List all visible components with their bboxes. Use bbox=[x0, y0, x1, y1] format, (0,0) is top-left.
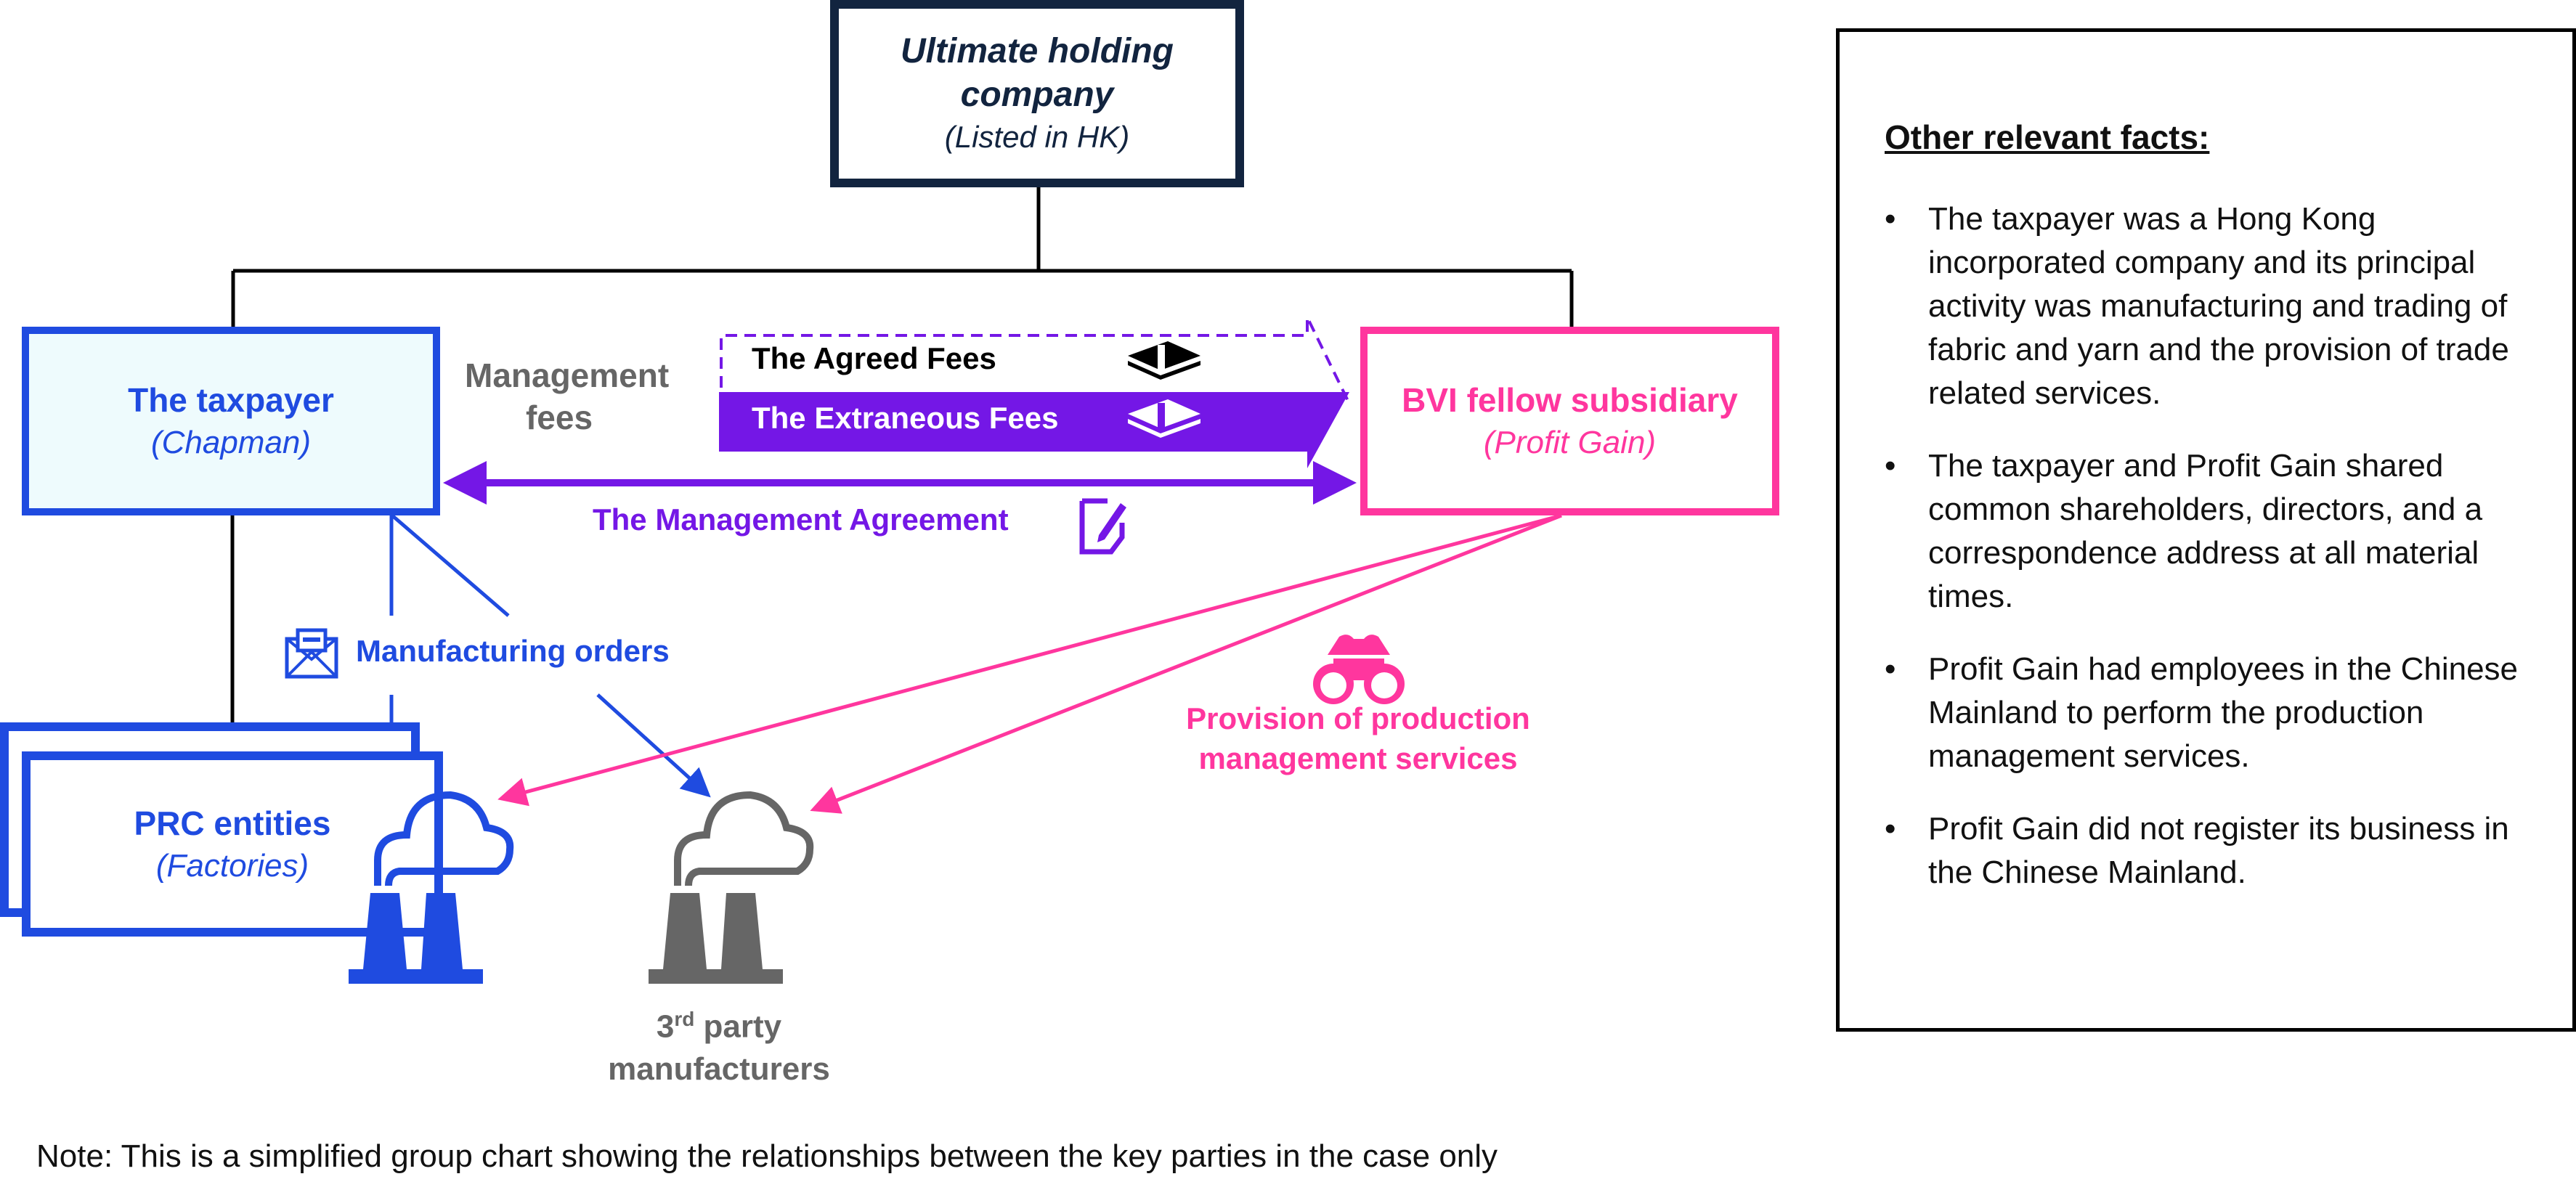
prc-subtitle: (Factories) bbox=[155, 847, 309, 884]
prc-title: PRC entities bbox=[134, 804, 331, 842]
fact-item: The taxpayer was a Hong Kong incorporate… bbox=[1885, 197, 2543, 415]
orders-arrow-third[interactable] bbox=[596, 693, 711, 798]
agreed-fees-band bbox=[720, 317, 1351, 407]
factory-icon-prc bbox=[349, 791, 514, 984]
third-party-manufacturers-label: 3rd party manufacturers bbox=[552, 998, 886, 1090]
agreed-fees-label: The Agreed Fees bbox=[752, 341, 996, 375]
binoculars-icon bbox=[1313, 635, 1405, 704]
extraneous-fees-label: The Extraneous Fees bbox=[752, 401, 1059, 435]
taxpayer-box[interactable]: The taxpayer (Chapman) bbox=[22, 327, 440, 515]
bvi-subtitle: (Profit Gain) bbox=[1483, 425, 1657, 460]
taxpayer-title: The taxpayer bbox=[128, 381, 334, 419]
footnote: Note: This is a simplified group chart s… bbox=[36, 1138, 1498, 1174]
facts-heading: Other relevant facts: bbox=[1885, 118, 2210, 156]
manufacturing-orders-label: Manufacturing orders bbox=[356, 634, 670, 668]
third-party-text: party manufacturers bbox=[608, 1008, 830, 1087]
provision-arrow-third[interactable] bbox=[810, 513, 1562, 814]
factory-icon-third-party bbox=[649, 791, 814, 984]
holding-title: Ultimate holding company bbox=[901, 32, 1174, 114]
fact-item: Profit Gain did not register its busines… bbox=[1885, 807, 2543, 894]
provision-arrow-prc[interactable] bbox=[497, 513, 1562, 807]
holding-company-box[interactable]: Ultimate holding company (Listed in HK) bbox=[830, 0, 1244, 187]
fact-item: The taxpayer and Profit Gain shared comm… bbox=[1885, 444, 2543, 619]
taxpayer-subtitle: (Chapman) bbox=[150, 425, 312, 460]
envelope-icon bbox=[285, 628, 338, 679]
document-edit-icon bbox=[1079, 498, 1126, 555]
management-fees-heading: Management fees bbox=[465, 356, 670, 436]
holding-subtitle: (Listed in HK) bbox=[944, 120, 1130, 154]
fact-item: Profit Gain had employees in the Chinese… bbox=[1885, 648, 2543, 778]
bvi-title: BVI fellow subsidiary bbox=[1402, 381, 1738, 419]
facts-list: The taxpayer was a Hong Kong incorporate… bbox=[1885, 197, 2543, 894]
third-party-ordinal: rd bbox=[674, 1008, 695, 1030]
other-facts-panel: Other relevant facts: The taxpayer was a… bbox=[1836, 28, 2576, 1032]
bvi-subsidiary-box[interactable]: BVI fellow subsidiary (Profit Gain) bbox=[1360, 327, 1779, 515]
orders-diagonal-top bbox=[391, 514, 510, 617]
money-stack-icon bbox=[1128, 341, 1200, 380]
agreement-label: The Management Agreement bbox=[593, 502, 1009, 537]
provision-services-label: Provision of production management servi… bbox=[1186, 701, 1530, 775]
money-stack-outline-icon bbox=[1128, 399, 1200, 438]
third-party-number: 3 bbox=[656, 1008, 675, 1045]
